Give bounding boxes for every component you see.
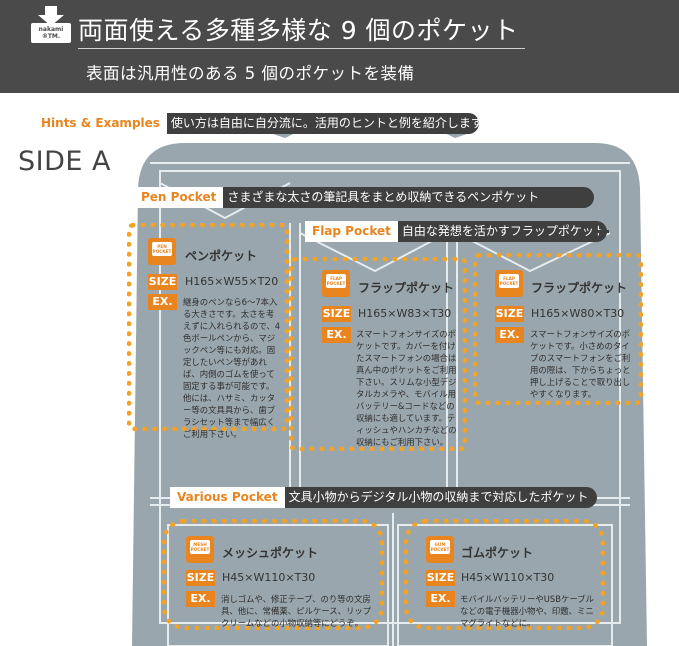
page-header	[0, 0, 679, 93]
mesh-pocket-size: H45×W110×T30	[222, 571, 316, 584]
flap-pocket-2-size: H165×W80×T30	[531, 307, 625, 320]
flap2-size-tag: SIZE	[495, 306, 524, 322]
various-section-label: Various Pocket	[170, 487, 285, 508]
flap-pocket-2-description: スマートフォンサイズのポケットです。小さめのタイプのスマートフォンをご利用の際は…	[530, 329, 631, 399]
mesh-ex-tag: EX.	[186, 591, 215, 607]
title-divider	[78, 48, 525, 49]
pen-pocket-size: H165×W55×T20	[185, 275, 279, 288]
mesh-pocket-title: メッシュポケット	[222, 546, 319, 560]
pen-size-tag: SIZE	[148, 274, 177, 290]
hints-text: 使い方は自由に自分流に。活用のヒントと例を紹介します。	[170, 116, 494, 130]
gum-pocket-description: モバイルバッテリーやUSBケーブルなどの電子機器小物や、印鑑、ミニマグライトなど…	[460, 594, 594, 628]
mesh-pocket-description: 消しゴムや、修正テープ、のり等の文房具、他に、常備薬、ピルケース、リップクリーム…	[221, 594, 372, 628]
page-title: 両面使える多種多様な 9 個のポケット	[78, 16, 519, 45]
pen-section-text: さまざまな太さの筆記具をまとめ収納できるペンポケット	[227, 190, 540, 204]
pen-section-label: Pen Pocket	[134, 187, 224, 208]
pen-pocket-title: ペンポケット	[185, 249, 258, 263]
pen-ex-tag: EX.	[148, 294, 177, 310]
flap-section-text: 自由な発想を活かすフラップポケット	[401, 224, 606, 238]
logo-text: nakami®TM.	[38, 26, 64, 40]
flap-pocket-2-highlight	[473, 253, 643, 405]
flap1-size-tag: SIZE	[322, 306, 351, 322]
gum-pocket-size: H45×W110×T30	[461, 571, 555, 584]
gum-ex-tag: EX.	[426, 591, 455, 607]
nakami-logo-icon	[31, 6, 71, 43]
hints-label: Hints & Examples	[34, 113, 167, 134]
gum-size-tag: SIZE	[426, 570, 455, 586]
gum-pocket-highlight	[404, 519, 605, 630]
pen-pocket-highlight	[127, 223, 289, 431]
pen-pocket-description: 継身のペンなら6～7本入る大きさです。太さを考えずに入れられるので、4色ボールペ…	[183, 297, 281, 439]
various-section-text: 文具小物からデジタル小物の収納まで対応したポケット	[288, 490, 589, 504]
flap-section-label: Flap Pocket	[305, 221, 398, 242]
side-label: SIDE A	[18, 146, 112, 177]
flap-pocket-2-title: フラップポケット	[531, 281, 628, 295]
gum-pocket-title: ゴムポケット	[461, 546, 534, 560]
flap-pocket-1-description: スマートフォンサイズのポケットです。カバーを付けたスマートフォンの場合は真ん中の…	[356, 329, 457, 447]
mesh-size-tag: SIZE	[186, 570, 215, 586]
flap2-ex-tag: EX.	[495, 327, 524, 343]
page-subtitle: 表面は汎用性のある 5 個のポケットを装備	[86, 64, 415, 83]
flap-pocket-1-size: H165×W83×T30	[358, 307, 452, 320]
flap-pocket-1-title: フラップポケット	[358, 281, 455, 295]
flap-pocket-1-highlight	[289, 257, 467, 451]
flap1-ex-tag: EX.	[322, 327, 351, 343]
flap-bar-connector	[597, 230, 609, 233]
mesh-pocket-highlight	[162, 519, 384, 630]
